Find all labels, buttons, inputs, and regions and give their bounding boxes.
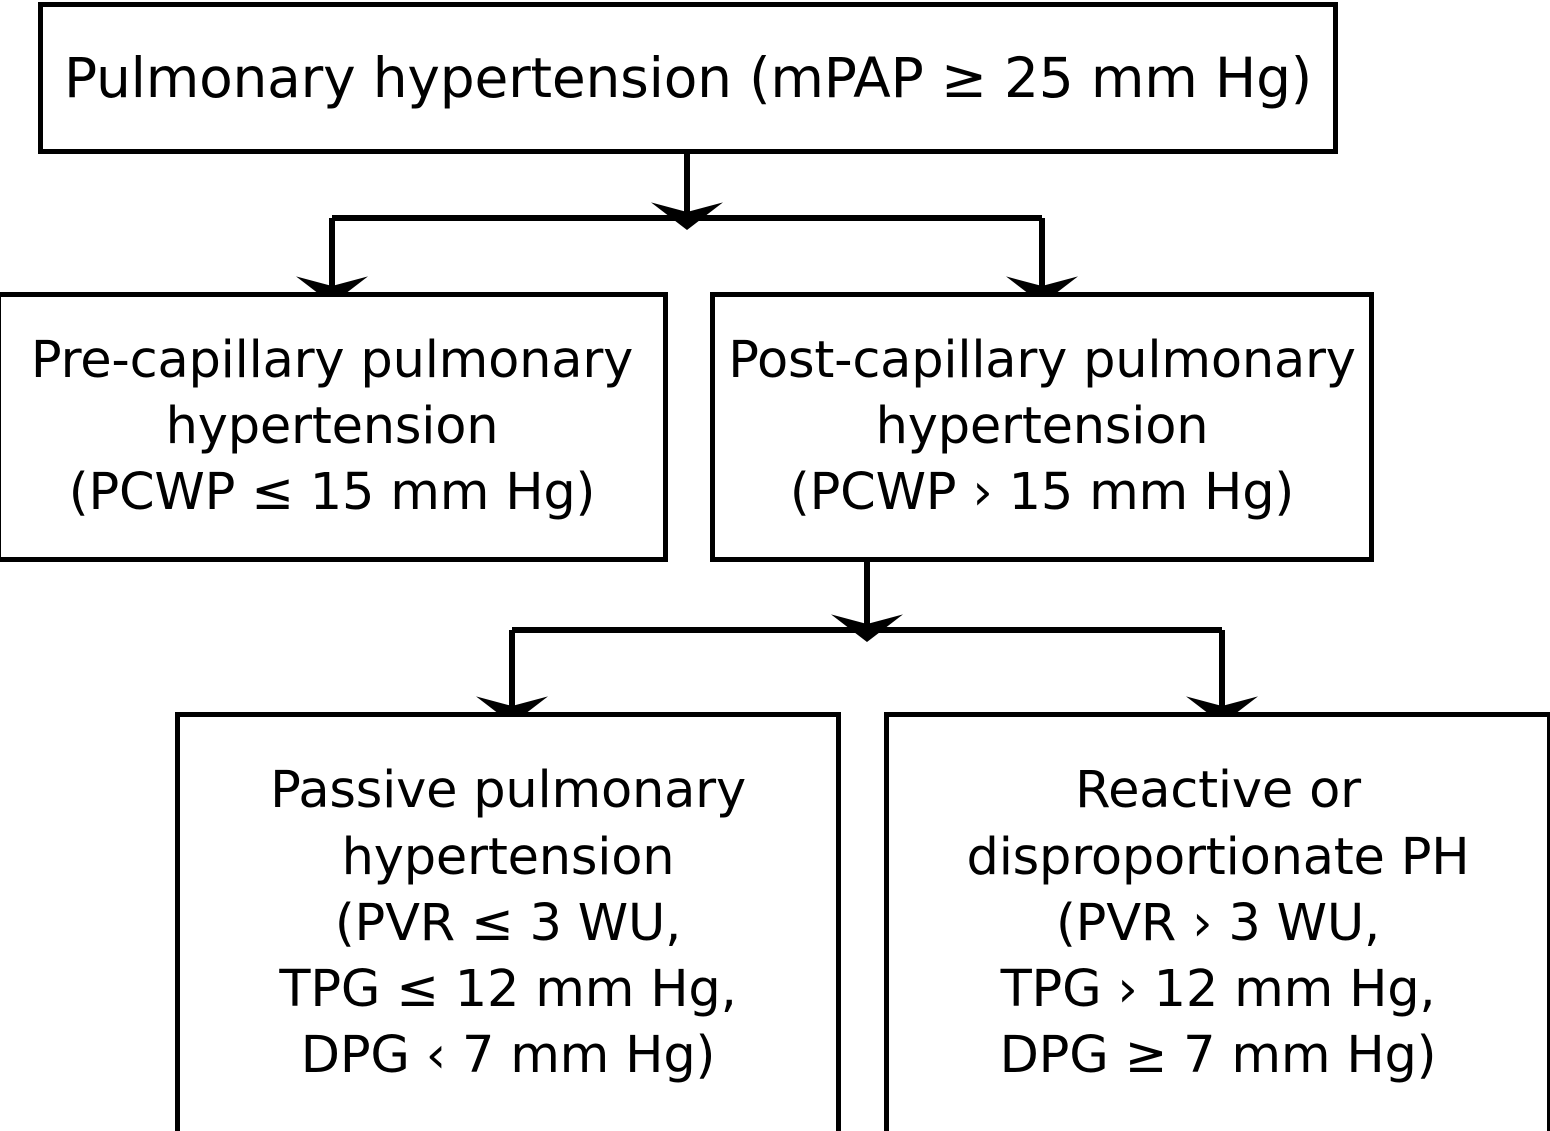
node-passive-pulmonary-hypertension[interactable]: Passive pulmonary hypertension (PVR ≤ 3 … (175, 712, 841, 1131)
node-label-precapillary: Pre-capillary pulmonary hypertension (PC… (30, 330, 634, 523)
edge-postcapillary-to-level3 (476, 562, 1258, 724)
edge-root-to-level2 (296, 154, 1078, 304)
node-label-reactive: Reactive or disproportionate PH (PVR › 3… (966, 761, 1470, 1086)
node-label-postcapillary: Post-capillary pulmonary hypertension (P… (728, 330, 1356, 523)
node-pre-capillary-pulmonary-hypertension[interactable]: Pre-capillary pulmonary hypertension (PC… (0, 292, 668, 562)
node-pulmonary-hypertension[interactable]: Pulmonary hypertension (mPAP ≥ 25 mm Hg) (38, 2, 1338, 154)
node-label-root: Pulmonary hypertension (mPAP ≥ 25 mm Hg) (63, 46, 1313, 110)
node-post-capillary-pulmonary-hypertension[interactable]: Post-capillary pulmonary hypertension (P… (710, 292, 1374, 562)
node-label-passive: Passive pulmonary hypertension (PVR ≤ 3 … (270, 761, 746, 1086)
node-reactive-or-disproportionate-ph[interactable]: Reactive or disproportionate PH (PVR › 3… (884, 712, 1550, 1131)
